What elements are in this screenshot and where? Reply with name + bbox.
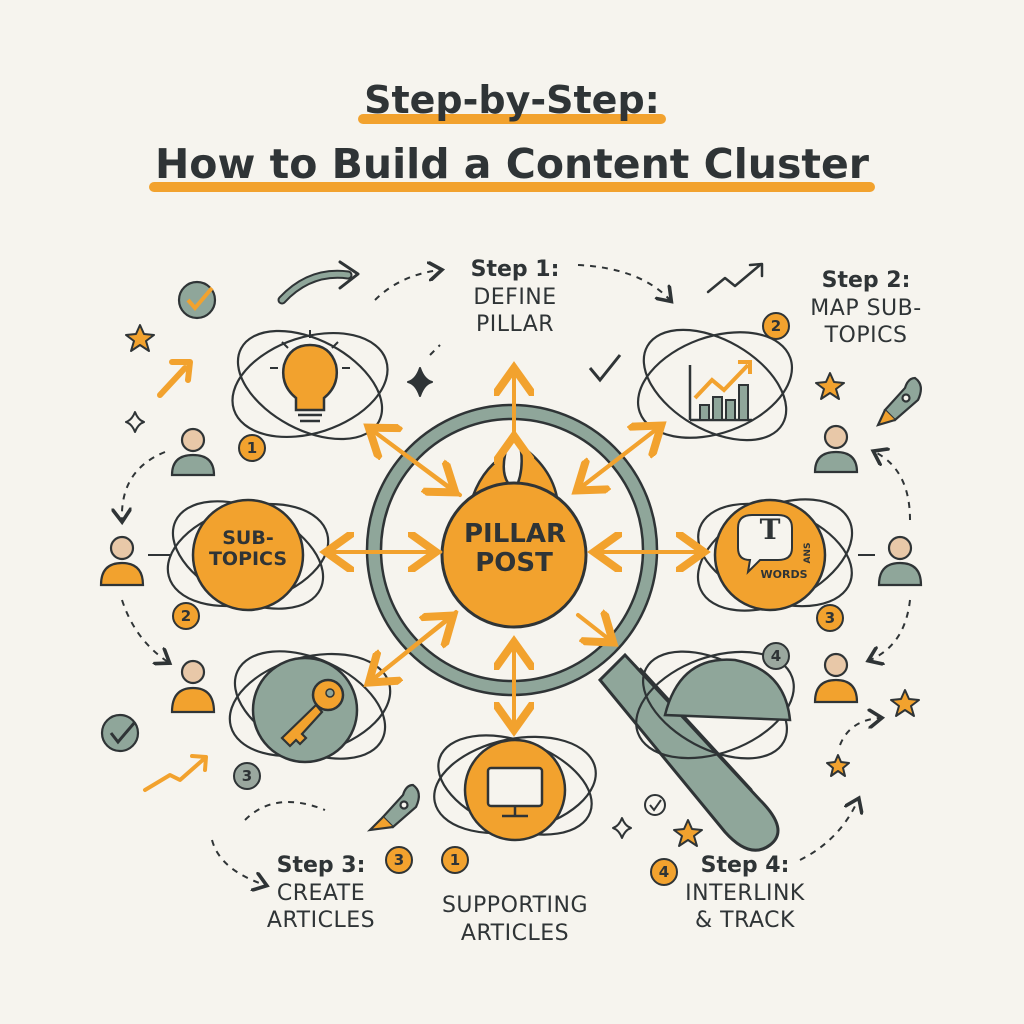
person-icon — [99, 424, 923, 714]
monitor-icon — [463, 738, 567, 842]
bar-chart-icon — [688, 360, 752, 422]
supporting-articles-label: SUPPORTING ARTICLES — [441, 893, 589, 946]
badge-key: 3 — [233, 762, 261, 790]
badge-step-4: 4 — [650, 858, 678, 886]
lightbulb-icon — [270, 330, 350, 423]
badge-subtopics: 2 — [172, 602, 200, 630]
trend-arrow-icon — [143, 260, 764, 792]
step-4-label: Step 4: INTERLINK & TRACK — [685, 853, 805, 933]
words-glyph: T — [759, 513, 781, 546]
title-line-1: Step-by-Step: — [0, 78, 1024, 124]
words-node — [713, 498, 827, 612]
badge-supporting: 1 — [441, 846, 469, 874]
magnifier-icon — [597, 652, 780, 852]
subtopics-label: SUB-TOPICS — [208, 527, 288, 571]
badge-bulb: 1 — [238, 434, 266, 462]
badge-chart: 2 — [762, 312, 790, 340]
connector-arrows — [330, 372, 700, 726]
title-line-2: How to Build a Content Cluster — [0, 140, 1024, 192]
rocket-icon — [366, 376, 922, 832]
step-3-label: Step 3: CREATE ARTICLES — [266, 853, 376, 933]
badge-words: 3 — [816, 604, 844, 632]
step-1-label: Step 1: DEFINE PILLAR — [470, 257, 560, 337]
star-icon — [125, 324, 920, 847]
words-label: WORDS — [760, 568, 808, 581]
dashed-flow-arrows — [122, 265, 911, 885]
step-2-label: Step 2: MAP SUB- TOPICS — [810, 268, 922, 348]
key-icon — [251, 656, 359, 764]
badge-step-3: 3 — [385, 846, 413, 874]
badge-cloud: 4 — [762, 642, 790, 670]
words-side-label: ANS — [802, 542, 813, 564]
cloud-shape — [663, 658, 792, 722]
subtopics-node — [191, 498, 305, 612]
checkmark-icon — [100, 280, 666, 816]
